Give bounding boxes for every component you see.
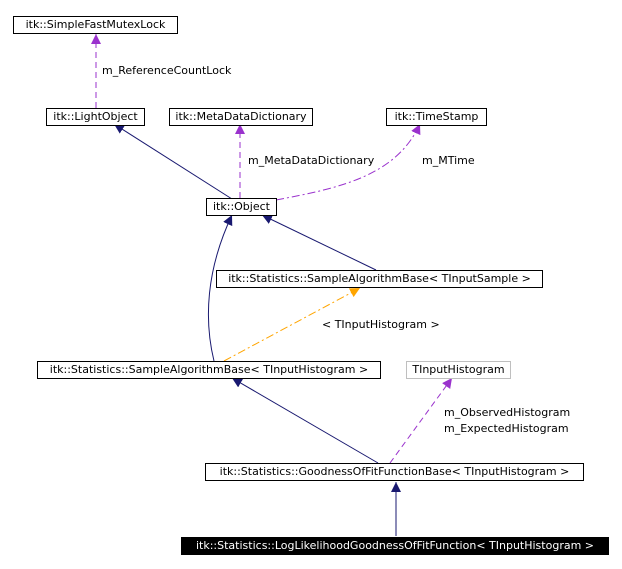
edge-samplebase-object bbox=[261, 214, 377, 271]
node-tinput-histogram: TInputHistogram bbox=[406, 361, 511, 379]
edge-histbase-object bbox=[207, 214, 233, 362]
edge-object-lightobject bbox=[113, 123, 233, 200]
node-light-object[interactable]: itk::LightObject bbox=[46, 108, 145, 126]
node-meta-data-dictionary[interactable]: itk::MetaDataDictionary bbox=[169, 108, 313, 126]
node-object[interactable]: itk::Object bbox=[206, 198, 277, 216]
node-sample-algorithm-base-sample[interactable]: itk::Statistics::SampleAlgorithmBase< TI… bbox=[216, 270, 543, 288]
label-observed-histogram: m_ObservedHistogram bbox=[444, 406, 571, 419]
node-log-likelihood-goodness-of-fit-function: itk::Statistics::LogLikelihoodGoodnessOf… bbox=[181, 537, 609, 555]
label-meta-data-dictionary: m_MetaDataDictionary bbox=[248, 154, 375, 167]
edge-goodness-histbase bbox=[231, 377, 379, 464]
edge-template-instantiation bbox=[223, 287, 361, 362]
label-template-arg: < TInputHistogram > bbox=[322, 318, 440, 331]
label-mtime: m_MTime bbox=[422, 154, 475, 167]
label-reference-count-lock: m_ReferenceCountLock bbox=[102, 64, 232, 77]
node-simple-fast-mutex-lock[interactable]: itk::SimpleFastMutexLock bbox=[13, 16, 178, 34]
edge-mtime bbox=[275, 123, 421, 201]
edge-observed-expected-histogram bbox=[389, 377, 453, 464]
label-expected-histogram: m_ExpectedHistogram bbox=[444, 422, 569, 435]
node-goodness-of-fit-function-base[interactable]: itk::Statistics::GoodnessOfFitFunctionBa… bbox=[205, 463, 584, 481]
node-sample-algorithm-base-histogram[interactable]: itk::Statistics::SampleAlgorithmBase< TI… bbox=[37, 361, 381, 379]
node-time-stamp[interactable]: itk::TimeStamp bbox=[386, 108, 487, 126]
